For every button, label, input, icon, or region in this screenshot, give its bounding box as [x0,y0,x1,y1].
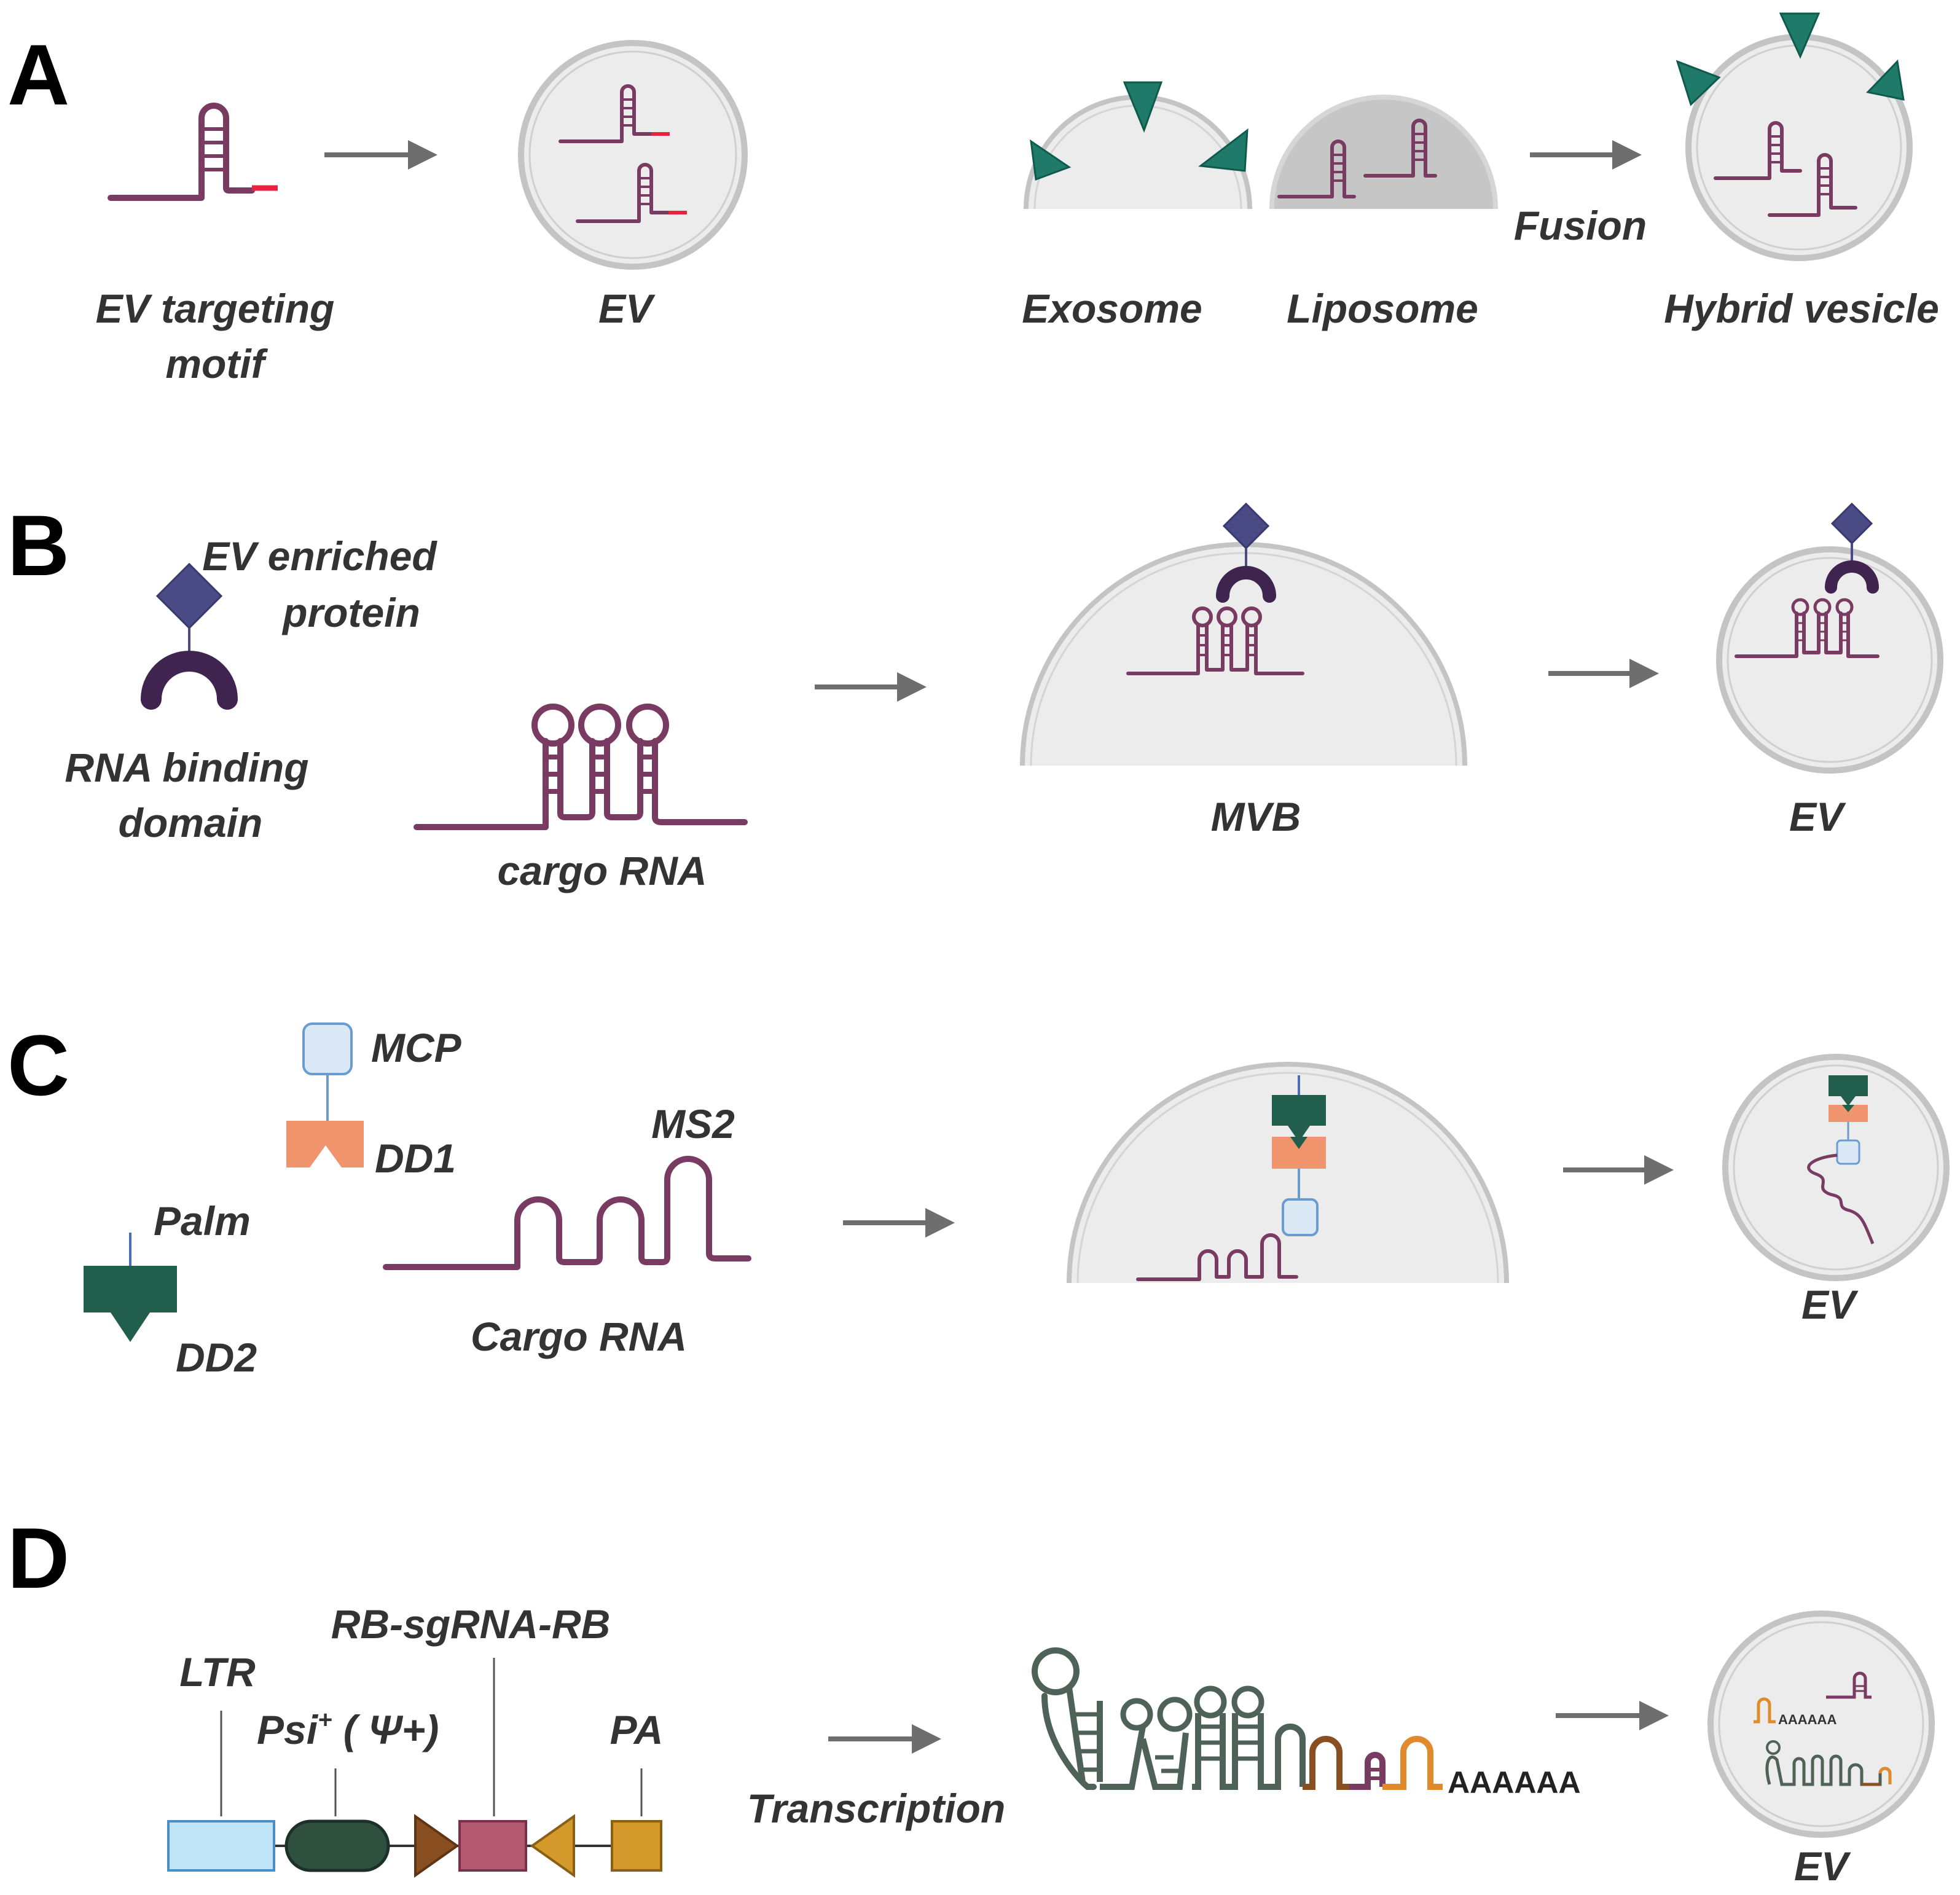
mcp-box [302,1022,353,1075]
ev-targeting-motif [108,103,278,201]
panel-c: C MCP DD1 Palm DD2 MS2 Cargo RNA [7,1017,1950,1380]
ev-enriched-protein [155,562,223,664]
cargo-label-c: Cargo RNA [471,1314,687,1359]
fusion-label: Fusion [1514,203,1647,248]
psi-paren: ( Ψ+) [332,1707,439,1752]
cell-c [1067,1062,1509,1284]
mvb-label: MVB [1211,794,1301,839]
psi-text: Psi [257,1707,319,1752]
transcript [1032,1647,1443,1790]
exosome [1024,81,1252,210]
ev-label-b: EV [1789,794,1846,839]
panel-letter-c: C [7,1017,69,1113]
hybrid-label: Hybrid vesicle [1664,286,1939,331]
rbd-label-line2: domain [119,800,263,845]
panel-letter-b: B [7,497,69,594]
exosome-protein-2 [1123,81,1163,133]
protein-label-line2: protein [281,590,420,635]
pa-label: PA [610,1707,664,1752]
panel-b: B EV enriched protein RNA binding domain… [7,497,1943,893]
psi-label: Psi+ ( Ψ+) [257,1706,439,1752]
ev-label-c: EV [1801,1282,1859,1327]
panel-a: A EV targeting motif EV [7,12,1939,386]
mcp-dd1-construct [286,1022,364,1167]
palm-dd2-construct [84,1233,177,1342]
rna-binding-domain [141,651,238,710]
panel-letter-a: A [7,26,69,123]
ev-vesicle-d [1707,1611,1935,1838]
rb-right-arrow [530,1814,575,1878]
liposome-label: Liposome [1287,286,1478,331]
vector-construct [167,1658,662,1878]
protein-label-line1: EV enriched [202,533,437,579]
mvb [1020,502,1467,766]
ev-vesicle-a [518,40,748,270]
dd2-label: DD2 [176,1335,257,1380]
motif-label-line1: EV targeting [96,286,335,331]
mcp-label: MCP [371,1025,462,1070]
pa-box [611,1820,662,1872]
liposome [1269,95,1498,210]
ms2-label: MS2 [651,1101,735,1147]
sgrna-box [458,1820,527,1872]
panel-letter-d: D [7,1510,69,1606]
ev-vesicle-b [1716,502,1943,774]
exosome-protein-1 [1030,139,1072,181]
transcription-label: Transcription [747,1786,1006,1831]
rbd-label-line1: RNA binding [65,745,308,790]
cargo-rna-c [383,1156,751,1270]
panel-d: D LTR Psi+ ( Ψ+) RB-sgRNA-RB PA Transcri… [7,1510,1935,1889]
palm-label: Palm [154,1198,251,1244]
rb-sgrna-label: RB-sgRNA-RB [331,1601,611,1647]
ltr-label: LTR [179,1649,256,1695]
dd1-label: DD1 [375,1136,456,1181]
exosome-protein-3 [1198,128,1249,172]
motif-label-line2: motif [165,341,268,386]
psi-element [284,1819,390,1872]
rb-left-arrow [414,1814,460,1878]
ltr-box [167,1820,275,1872]
psi-sup: + [318,1706,332,1733]
ev-label-a: EV [598,286,656,331]
ev-label-d: EV [1794,1843,1851,1889]
exosome-label: Exosome [1022,286,1202,331]
dd1-shape [286,1121,364,1167]
cargo-label-b: cargo RNA [497,848,707,893]
hybrid-vesicle [1676,12,1913,261]
cargo-rna-b [414,704,748,830]
dd2-shape [84,1266,177,1342]
polyA-label: AAAAAA [1448,1765,1581,1800]
polyA-small-label: AAAAAA [1778,1712,1837,1727]
ev-vesicle-c [1722,1054,1950,1281]
